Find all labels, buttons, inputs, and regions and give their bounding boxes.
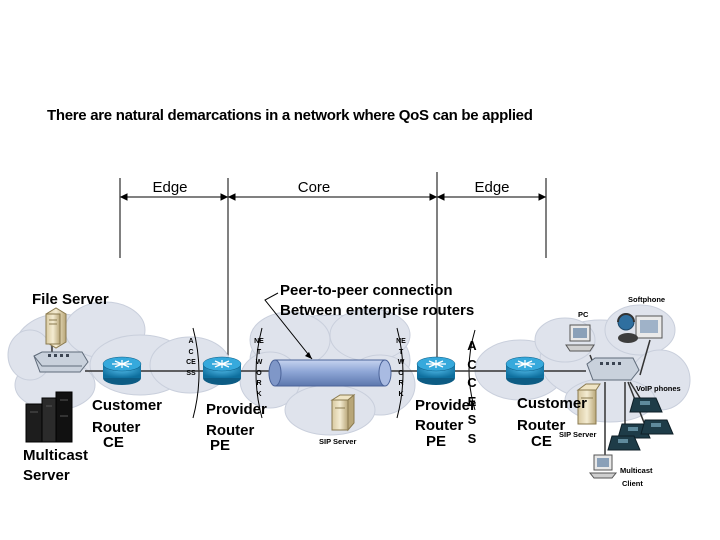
- customer-router-right-line2: Router: [517, 417, 566, 434]
- peer-to-peer-pipe: [268, 359, 392, 387]
- switch-right-icon: [586, 357, 640, 381]
- sip-server-center-icon: [330, 393, 356, 432]
- multicast-client-icon: [588, 454, 618, 479]
- provider-router-left-line1: Provider: [206, 401, 267, 418]
- voip-phones-label: VoIP phones: [636, 384, 681, 393]
- router-ce-left-icon: [102, 356, 142, 385]
- segment-core: Core: [297, 179, 331, 196]
- core-label-line2: Between enterprise routers: [280, 302, 475, 319]
- multicast-client-label-line2: Client: [622, 479, 643, 488]
- multicast-server-icon: [25, 391, 73, 443]
- access-brackets: [192, 327, 476, 419]
- segment-arrows: [119, 193, 547, 201]
- router-pe-left-icon: [202, 356, 242, 385]
- provider-router-right-line2: Router: [415, 417, 464, 434]
- pointer-line: [264, 292, 313, 360]
- core-label-line1: Peer-to-peer connection: [280, 282, 453, 299]
- links: [51, 339, 651, 460]
- segment-edge-left: Edge: [152, 179, 188, 196]
- switch-left-icon: [33, 351, 89, 373]
- demarcation-lines: [119, 172, 547, 372]
- multicast-client-label-line1: Multicast: [620, 466, 653, 475]
- sip-server-center-label: SIP Server: [319, 437, 357, 446]
- provider-router-right-line3: PE: [426, 433, 447, 450]
- customer-router-left-line3: CE: [103, 434, 124, 451]
- softphone-label: Softphone: [628, 295, 666, 304]
- router-ce-right-icon: [505, 356, 545, 385]
- router-pe-right-icon: [416, 356, 456, 385]
- access-right-label: ACCESS: [467, 338, 477, 446]
- file-server-label: File Server: [32, 291, 109, 308]
- customer-router-right-line1: Customer: [517, 395, 588, 412]
- provider-router-left-line2: Router: [206, 422, 255, 439]
- multicast-server-label-line2: Server: [23, 467, 70, 484]
- access-left-label: ACCESS: [186, 338, 196, 377]
- customer-router-left-line2: Router: [92, 419, 141, 436]
- softphone-icon: [617, 313, 663, 343]
- page-title: There are natural demarcations in a netw…: [47, 107, 533, 124]
- network-right-label: NETWORK: [396, 338, 406, 398]
- file-server-icon: [45, 307, 67, 349]
- customer-router-left-line1: Customer: [92, 397, 163, 414]
- multicast-server-label-line1: Multicast: [23, 447, 89, 464]
- provider-router-right-line1: Provider: [415, 397, 476, 414]
- sip-server-right-label: SIP Server: [559, 430, 597, 439]
- customer-router-right-line3: CE: [531, 433, 552, 450]
- network-left-label: NETWORK: [254, 338, 264, 398]
- provider-router-left-line3: PE: [210, 437, 231, 454]
- pc-icon: [565, 324, 595, 352]
- segment-edge-right: Edge: [474, 179, 510, 196]
- sip-server-right-icon: [576, 383, 601, 425]
- pc-label: PC: [578, 310, 589, 319]
